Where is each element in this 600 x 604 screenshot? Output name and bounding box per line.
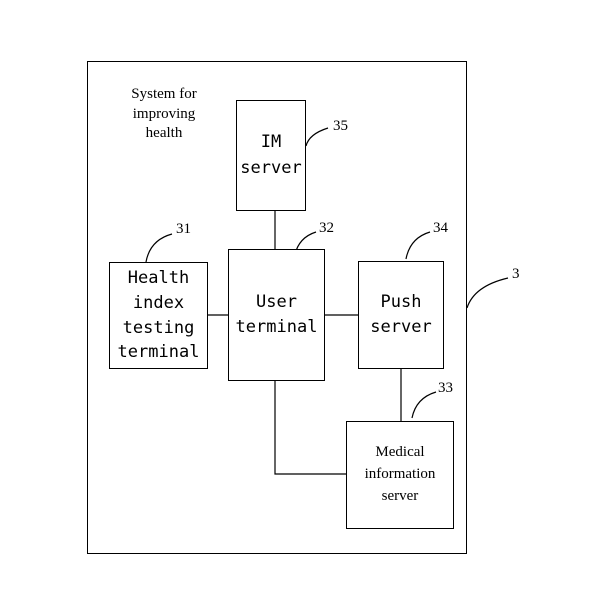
push-server-label: Push server — [370, 291, 432, 338]
push-server-box: Push server — [358, 261, 444, 369]
health-index-testing-terminal-box: Health index testing terminal — [109, 262, 208, 369]
user-terminal-box: User terminal — [228, 249, 325, 381]
ref-3: 3 — [512, 266, 520, 282]
im-server-box: IM server — [236, 100, 306, 211]
im-server-label: IM server — [240, 132, 302, 178]
leader-35 — [305, 127, 329, 147]
system-boundary — [87, 61, 467, 554]
ref-31: 31 — [176, 221, 191, 237]
leader-33 — [411, 391, 437, 419]
medical-info-label: Medical information server — [364, 444, 436, 504]
health-index-label: Health index testing terminal — [117, 268, 200, 363]
leader-3 — [466, 277, 509, 309]
ref-35: 35 — [333, 118, 348, 134]
ref-33: 33 — [438, 380, 453, 396]
ref-32: 32 — [319, 220, 334, 236]
leader-31 — [145, 233, 173, 263]
user-terminal-label: User terminal — [235, 291, 318, 338]
system-title: System for improving health — [131, 86, 197, 141]
user-to-medical-connector — [274, 381, 346, 475]
ref-34: 34 — [433, 220, 448, 236]
medical-information-server-box: Medical information server — [346, 421, 454, 529]
leader-34 — [405, 231, 431, 260]
